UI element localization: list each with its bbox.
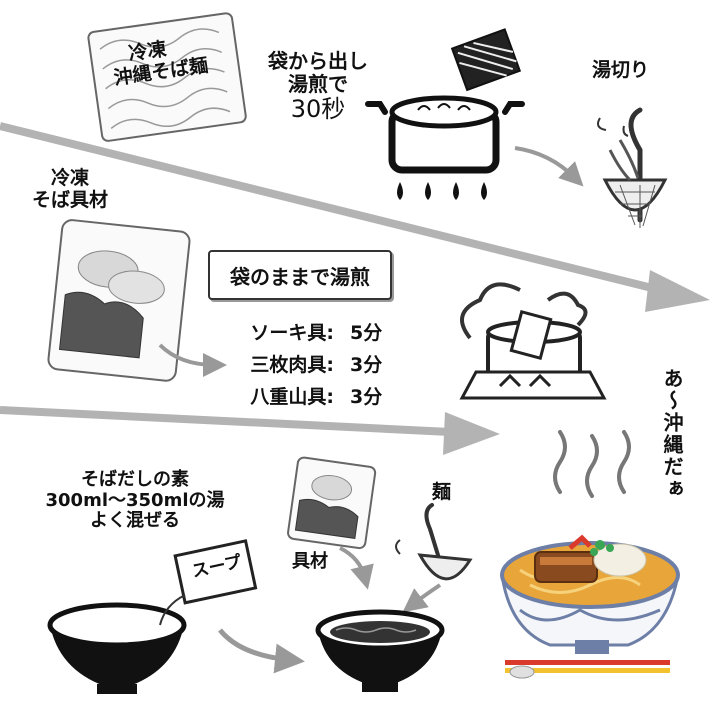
soup-bowl-icon <box>47 602 187 694</box>
boil-instruction-line1: 袋から出し <box>268 49 368 73</box>
toppings-label: 冷凍 そば具材 <box>10 167 130 212</box>
drain-label: 湯切り <box>592 59 650 81</box>
soup-instruction-line1: そばだしの素 <box>81 469 189 490</box>
soup-instruction: そばだしの素 300ml～350mlの湯 よく混ぜる <box>20 469 250 532</box>
flow-arrow-middle <box>0 406 500 455</box>
boil-instruction-line2: 湯煎で <box>288 72 348 96</box>
frozen-noodle-package-icon <box>87 12 247 142</box>
boil-time-value: 3分 <box>350 386 383 408</box>
stove-pot-icon <box>459 282 607 400</box>
steam-icon <box>553 430 631 498</box>
small-strainer-icon <box>395 503 473 581</box>
soup-packet-icon <box>173 539 258 605</box>
boil-time-name: 八重山具: <box>250 386 334 408</box>
step-arrow-3 <box>218 628 305 674</box>
step-arrow-5 <box>402 583 442 613</box>
okinawa-soba-bowl-icon <box>500 534 680 654</box>
noodle-bundle-icon <box>450 28 522 92</box>
boil-time-row: ソーキ具: 5分 <box>222 318 382 345</box>
exclaim-label: あ～沖縄だぁ <box>660 368 684 500</box>
small-toppings-label: 具材 <box>292 551 328 572</box>
method-box: 袋のままで湯煎 <box>208 250 392 300</box>
boiling-pot-icon <box>365 95 525 200</box>
boil-time-name: ソーキ具: <box>250 322 334 344</box>
flow-arrow-top <box>0 122 710 312</box>
frozen-toppings-bag-icon <box>47 219 191 382</box>
toppings-label-line2: そば具材 <box>31 188 108 211</box>
soup-pour-line <box>159 594 186 626</box>
boil-instruction: 袋から出し 湯煎で 30秒 <box>258 50 378 124</box>
boil-time-name: 三枚肉具: <box>250 354 334 376</box>
noodle-bowl-icon <box>315 609 445 692</box>
boil-time-row: 八重山具: 3分 <box>222 382 382 409</box>
noodles-label: 麺 <box>432 481 452 503</box>
soup-instruction-line2: 300ml～350mlの湯 <box>45 489 225 511</box>
boil-time-row: 三枚肉具: 3分 <box>222 350 382 377</box>
boil-time-value: 5分 <box>350 322 383 344</box>
strainer-icon <box>597 107 668 228</box>
small-toppings-bag-icon <box>287 456 377 550</box>
step-arrow-2 <box>158 343 227 377</box>
step-arrow-4 <box>339 546 374 590</box>
boil-time-value: 3分 <box>350 354 383 376</box>
step-arrow-1 <box>514 146 584 187</box>
chopsticks-icon <box>505 660 670 679</box>
soup-instruction-line3: よく混ぜる <box>90 510 180 532</box>
boil-instruction-line3: 30秒 <box>290 95 346 123</box>
toppings-label-line1: 冷凍 <box>50 167 89 189</box>
